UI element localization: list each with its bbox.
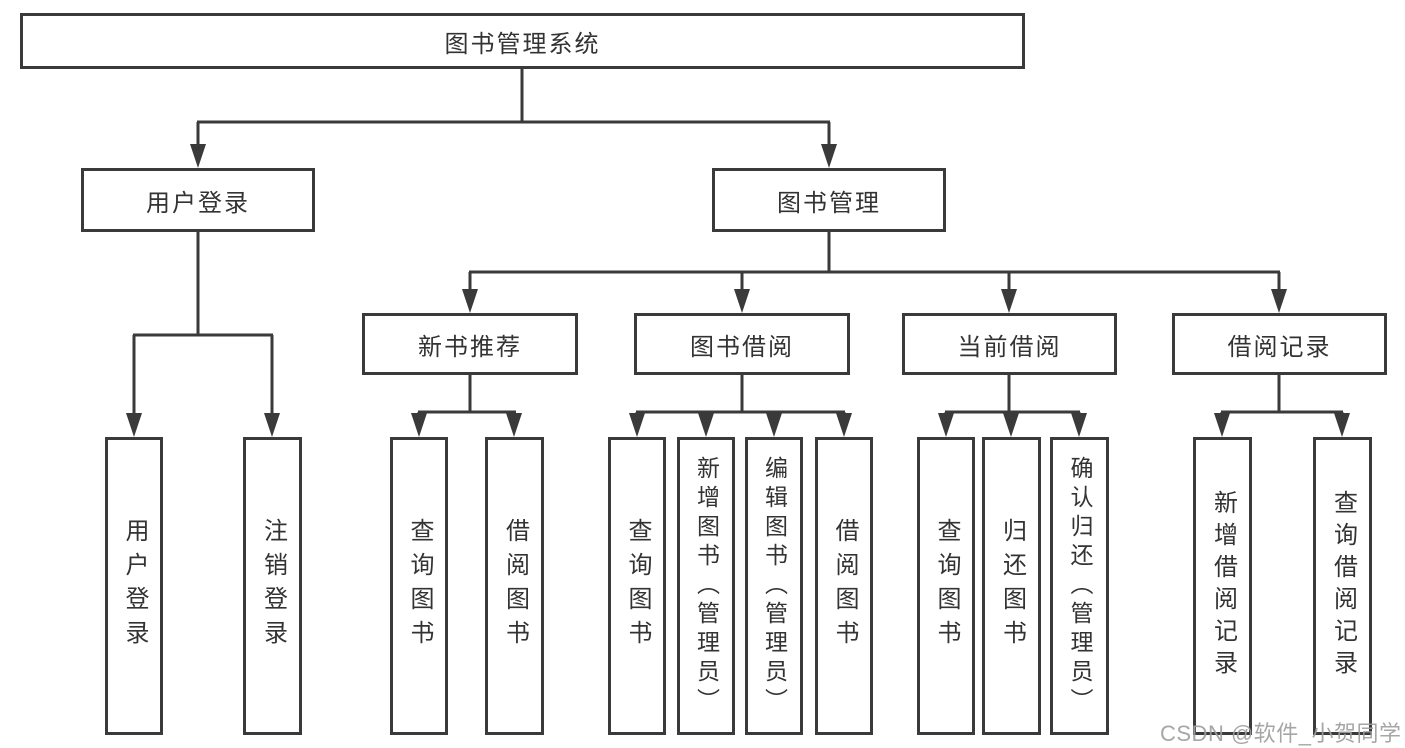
leaf-borrow-books: 借阅图书 [815,437,873,735]
arrowhead-down-icon [938,413,954,437]
arrowhead-down-icon [1071,413,1087,437]
node-label: 图书借阅 [690,333,794,361]
node-borrowing-records: 借阅记录 [1172,313,1387,375]
arrowhead-down-icon [506,413,522,437]
leaf-add-book-admin: 新增图书（管理员） [677,437,735,735]
node-user-login: 用户登录 [81,168,315,232]
leaf-add-borrow-record: 新增借阅记录 [1193,437,1252,735]
leaf-query-borrow-record: 查询借阅记录 [1313,437,1372,735]
leaf-query-books: 查询图书 [390,437,448,735]
arrowhead-down-icon [264,413,280,437]
node-book-borrowing: 图书借阅 [634,313,850,375]
arrowhead-down-icon [1001,289,1017,313]
leaf-borrow-books: 借阅图书 [485,437,544,735]
node-label: 编辑图书（管理员） [761,455,788,717]
arrowhead-down-icon [190,144,206,168]
arrowhead-down-icon [766,413,782,437]
arrowhead-down-icon [821,144,837,168]
arrowhead-down-icon [462,289,478,313]
node-label: 当前借阅 [957,333,1062,361]
arrowhead-down-icon [734,289,750,313]
node-label: 用户登录 [121,518,148,654]
node-book-management: 图书管理 [712,168,946,232]
arrowhead-down-icon [1334,413,1350,437]
node-label: 注销登录 [259,518,287,654]
arrowhead-down-icon [1214,413,1230,437]
node-new-book-recommendation: 新书推荐 [362,313,578,375]
node-current-borrowing: 当前借阅 [902,313,1117,375]
leaf-query-books: 查询图书 [917,437,975,735]
node-label: 查询图书 [624,518,651,654]
arrowhead-down-icon [126,413,142,437]
node-label: 图书管理 [777,189,881,217]
node-label: 查询图书 [933,518,960,654]
node-label: 查询图书 [406,518,433,654]
node-label: 归还图书 [998,518,1026,654]
node-library-system: 图书管理系统 [20,13,1025,69]
node-label: 借阅图书 [831,518,858,654]
arrowhead-down-icon [698,413,714,437]
node-label: 确认归还（管理员） [1067,455,1093,717]
leaf-confirm-return-admin: 确认归还（管理员） [1050,437,1109,735]
leaf-query-books: 查询图书 [608,437,666,735]
leaf-logout: 注销登录 [243,437,302,735]
arrowhead-down-icon [1003,413,1019,437]
node-label: 图书管理系统 [444,30,601,58]
node-label: 新增借阅记录 [1209,490,1237,682]
node-label: 借阅记录 [1227,333,1332,361]
node-label: 借阅图书 [501,518,529,654]
arrowhead-down-icon [629,413,645,437]
node-label: 用户登录 [146,189,250,217]
arrowhead-down-icon [411,413,427,437]
node-label: 新书推荐 [418,333,522,361]
leaf-user-login: 用户登录 [105,437,163,735]
node-label: 新增图书（管理员） [693,455,720,717]
leaf-return-books: 归还图书 [982,437,1041,735]
arrowhead-down-icon [1271,289,1287,313]
leaf-edit-book-admin: 编辑图书（管理员） [745,437,803,735]
watermark: CSDN @软件_小贺同学 [1160,721,1402,746]
arrowhead-down-icon [836,413,852,437]
node-label: 查询借阅记录 [1329,490,1357,682]
